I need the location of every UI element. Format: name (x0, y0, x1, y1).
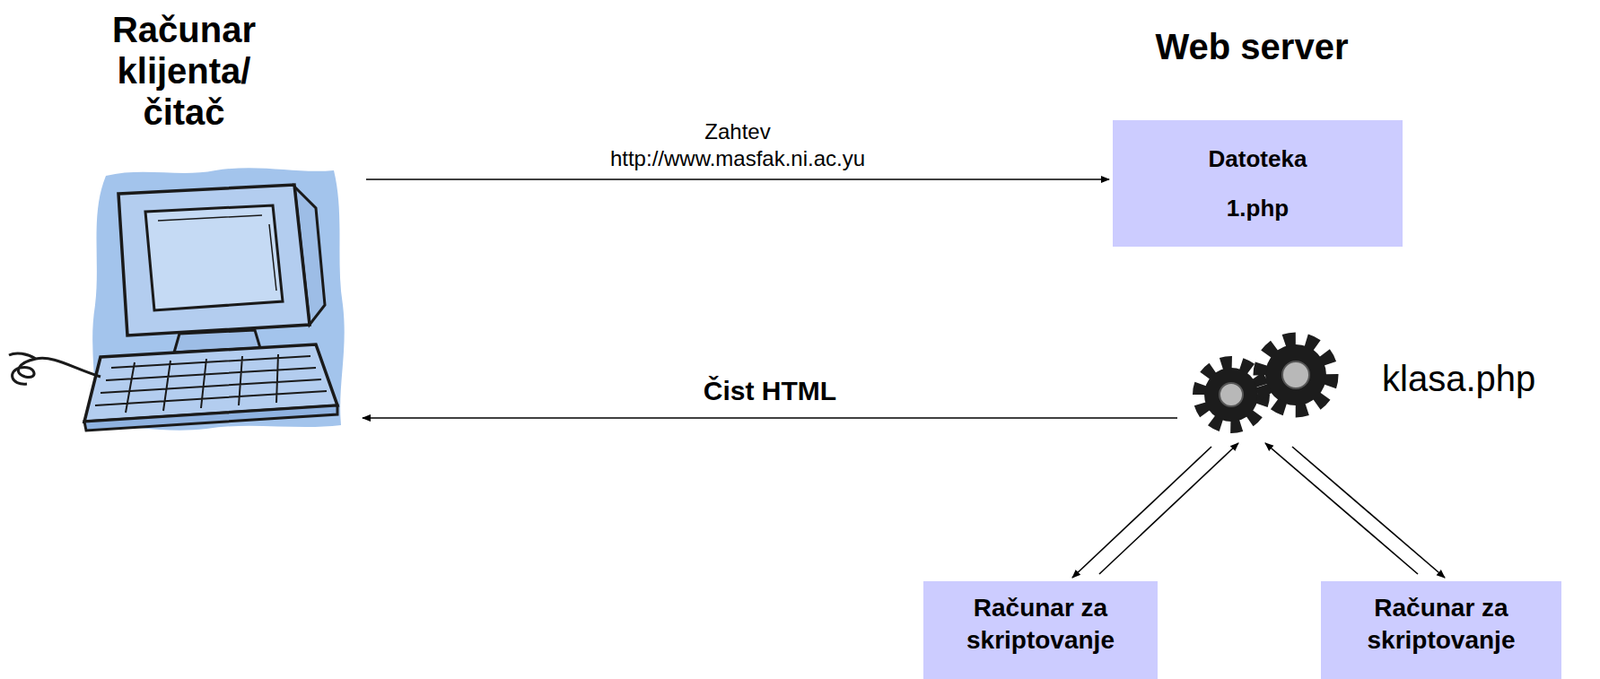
connector-arrow (362, 417, 1178, 420)
node-text: Datoteka 1.php (1208, 134, 1308, 233)
monitor-bezel (118, 184, 310, 336)
class-gears: klasa.php (1184, 332, 1589, 440)
node-text: Računar klijenta/čitač (112, 8, 256, 133)
scripting-computer-box: Računar za skriptovanje (1320, 581, 1562, 679)
node-text: klasa.php (1381, 357, 1536, 401)
gear-hole (1282, 361, 1310, 389)
screen-shading (157, 215, 277, 291)
gear (1259, 339, 1332, 411)
connector-arrow (366, 178, 1110, 181)
edge-label: Čist HTML (703, 374, 837, 409)
node-text: Računar za skriptovanje (1345, 592, 1539, 658)
connector-arrow (1292, 446, 1445, 578)
gears-icon (1198, 339, 1332, 428)
edge-label: Zahtev http://www.masfak.ni.ac.yu (610, 118, 866, 173)
gear-hole (1219, 383, 1243, 407)
keyboard-keys (95, 354, 327, 413)
heading-label: Web server (1155, 26, 1349, 68)
scripting-computer-box: Računar za skriptovanje (923, 581, 1158, 679)
connector-arrow (1099, 443, 1239, 575)
cable (8, 353, 101, 385)
connector-arrow (1072, 446, 1212, 578)
node-text: Računar za skriptovanje (944, 592, 1137, 658)
connector-arrow (1265, 443, 1418, 575)
file-box: Datoteka 1.php (1112, 120, 1403, 247)
gear-teeth (1259, 339, 1332, 411)
keyboard-edge (84, 405, 338, 431)
monitor-screen (145, 205, 283, 311)
computer-illustration (8, 167, 345, 431)
client-computer: Računar klijenta/čitač (8, 8, 359, 431)
